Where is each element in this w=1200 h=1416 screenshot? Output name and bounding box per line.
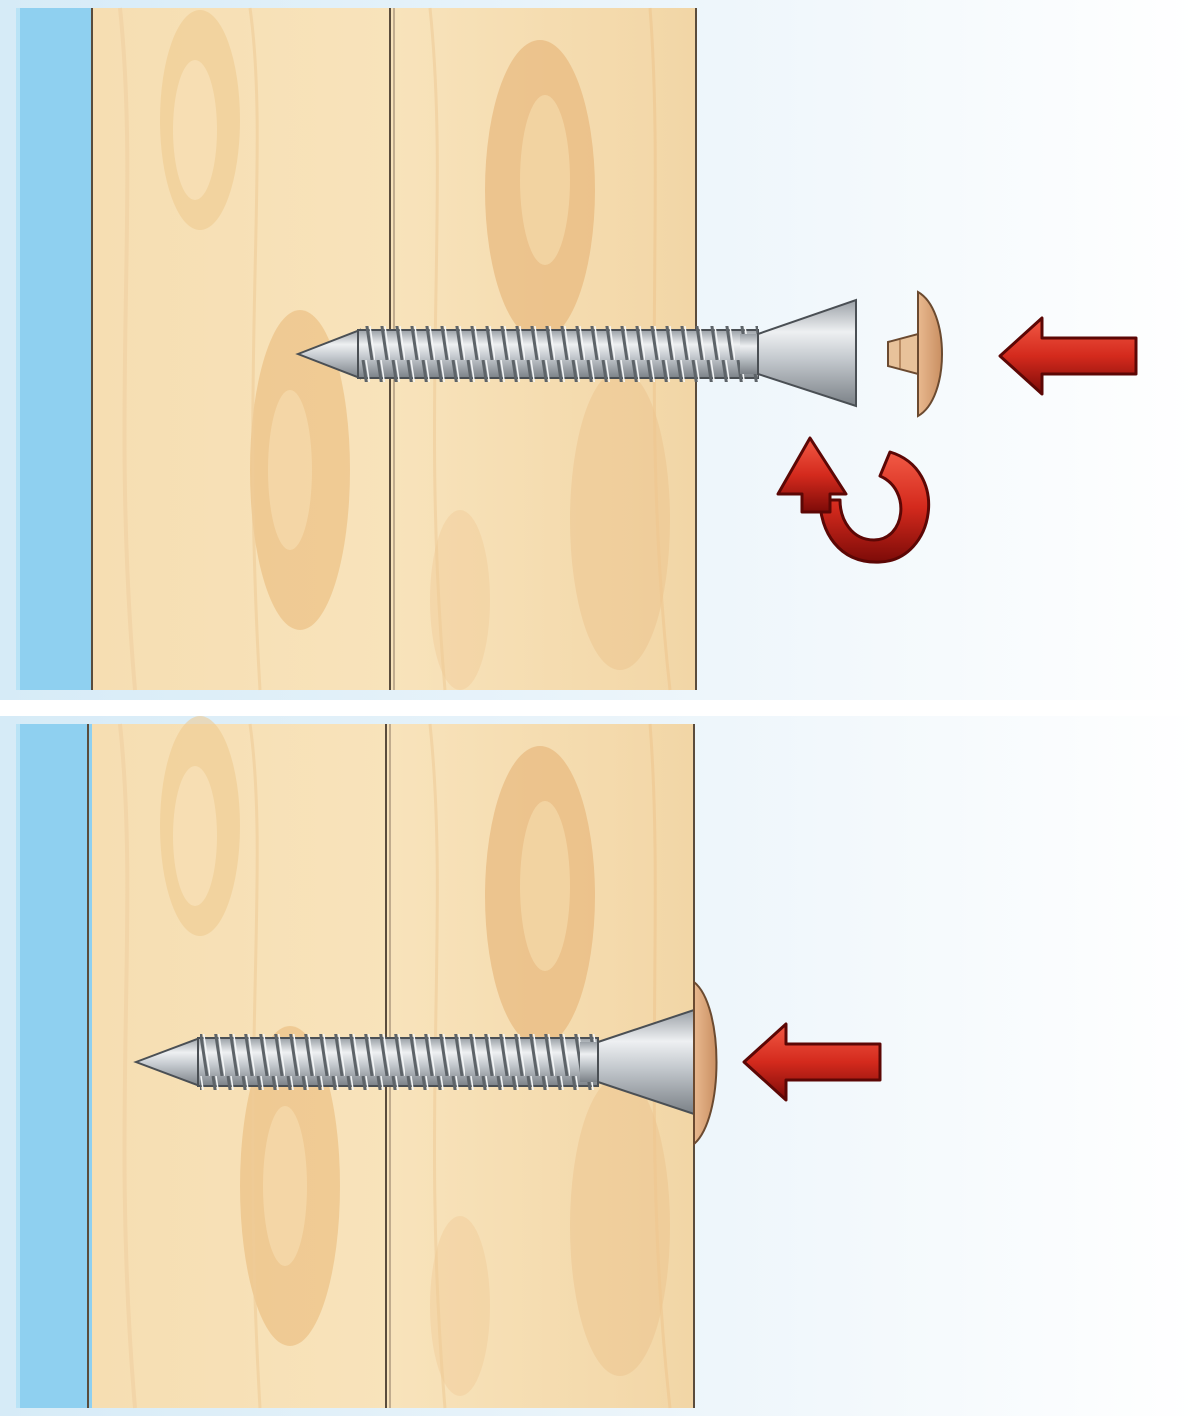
screw <box>295 298 857 408</box>
left-arrow-icon <box>742 1022 882 1102</box>
step-1-illustration <box>0 0 1200 700</box>
rotate-arrow-icon <box>776 436 931 564</box>
cover-cap <box>887 290 943 418</box>
step-2-illustration <box>0 716 1200 1416</box>
cover-cap <box>693 979 718 1147</box>
step-2-panel <box>0 716 1200 1416</box>
wall-strip <box>16 8 92 690</box>
step-1-panel <box>0 0 1200 700</box>
screw-with-cap <box>133 979 718 1147</box>
left-arrow-icon <box>998 316 1138 396</box>
wall-strip <box>16 724 92 1408</box>
